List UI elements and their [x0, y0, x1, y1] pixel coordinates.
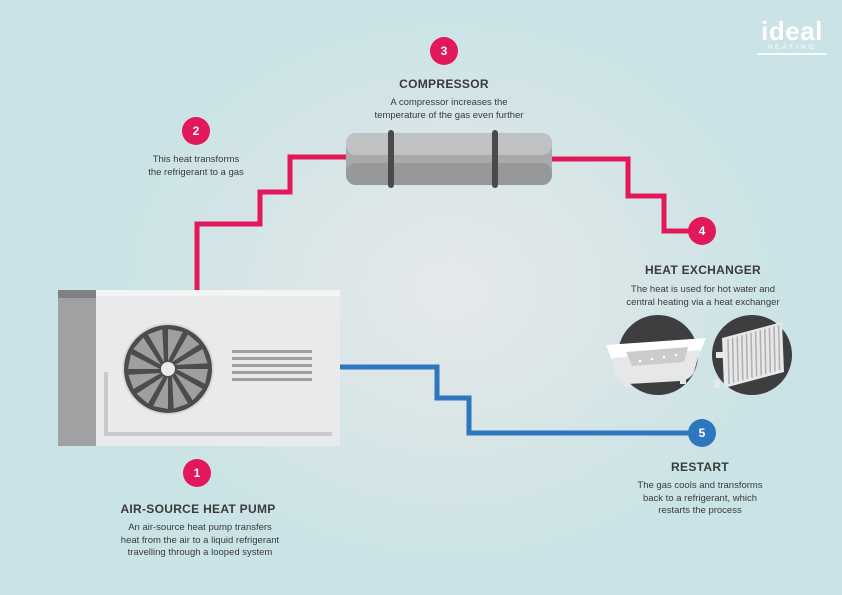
step-3-line: temperature of the gas even further [374, 109, 524, 121]
ideal-heating-logo: ideal HEATING [752, 18, 832, 55]
radiator-icon [712, 315, 792, 395]
step-5-line: restarts the process [658, 505, 742, 516]
cold-refrigerant-pipe [338, 364, 702, 436]
step-2-description: This heat transforms the refrigerant to … [126, 154, 266, 179]
hot-refrigerant-pipe [194, 154, 350, 293]
step-4-description: The heat is used for hot water and centr… [610, 284, 796, 309]
fan-blade [128, 354, 160, 369]
fan-blade [128, 373, 162, 389]
radiator-fin [745, 333, 749, 380]
fan-blade [172, 375, 188, 409]
fan-blade [168, 329, 183, 361]
step-2-marker: 2 [182, 117, 210, 145]
step-4-marker: 4 [688, 217, 716, 245]
fan-blade [174, 349, 208, 365]
step-5-description: The gas cools and transforms back to a r… [620, 480, 780, 518]
step-1-marker: 1 [183, 459, 211, 487]
step-1-line: heat from the air to a liquid refrigeran… [120, 534, 280, 546]
step-2-line: the refrigerant to a gas [148, 166, 244, 178]
radiator-fin [768, 327, 772, 373]
step-1-description: An air-source heat pump transfers heat f… [100, 522, 300, 560]
fan-blade [174, 373, 203, 401]
radiator-fin [773, 326, 776, 372]
step-2-line: This heat transforms [152, 154, 240, 165]
step-3-description: A compressor increases the temperature o… [364, 97, 534, 122]
radiator-fin [741, 335, 744, 381]
step-4-line: central heating via a heat exchanger [626, 296, 780, 308]
step-3-marker: 3 [430, 37, 458, 65]
compressor-icon [346, 130, 552, 188]
radiator-fin [764, 328, 767, 375]
fan-blade [136, 375, 164, 404]
radiator-fin [727, 338, 730, 385]
logo-subtitle: HEATING [767, 44, 817, 51]
step-4-title: HEAT EXCHANGER [645, 263, 761, 277]
step-1-line: travelling through a looped system [127, 547, 273, 558]
step-5-line: The gas cools and transforms [637, 480, 763, 491]
fan-blade [176, 369, 208, 384]
radiator-fin [736, 336, 739, 382]
radiator-fin [731, 337, 735, 383]
radiator-fin [754, 331, 758, 377]
step-1-title: AIR-SOURCE HEAT PUMP [120, 502, 276, 516]
radiator-fin [777, 325, 781, 371]
heat-pump-unit-icon [58, 290, 340, 446]
step-4-line: The heat is used for hot water and [630, 284, 776, 295]
radiator-fin [750, 332, 753, 378]
fan-blade [153, 377, 168, 409]
step-3-line: A compressor increases the [390, 97, 508, 108]
step-3-title: COMPRESSOR [399, 77, 489, 91]
fan-blade [172, 334, 200, 363]
step-5-title: RESTART [671, 460, 729, 474]
fan-blade [133, 337, 162, 365]
fan-blade [148, 329, 164, 363]
step-5-marker: 5 [688, 419, 716, 447]
logo-swoosh [757, 53, 827, 55]
step-1-line: An air-source heat pump transfers [128, 522, 272, 533]
step-5-line: back to a refrigerant, which [642, 492, 758, 504]
radiator-fin [759, 330, 762, 376]
logo-wordmark: ideal [761, 16, 823, 46]
hot-gas-pipe [548, 156, 700, 234]
bathtub-icon [606, 315, 706, 395]
